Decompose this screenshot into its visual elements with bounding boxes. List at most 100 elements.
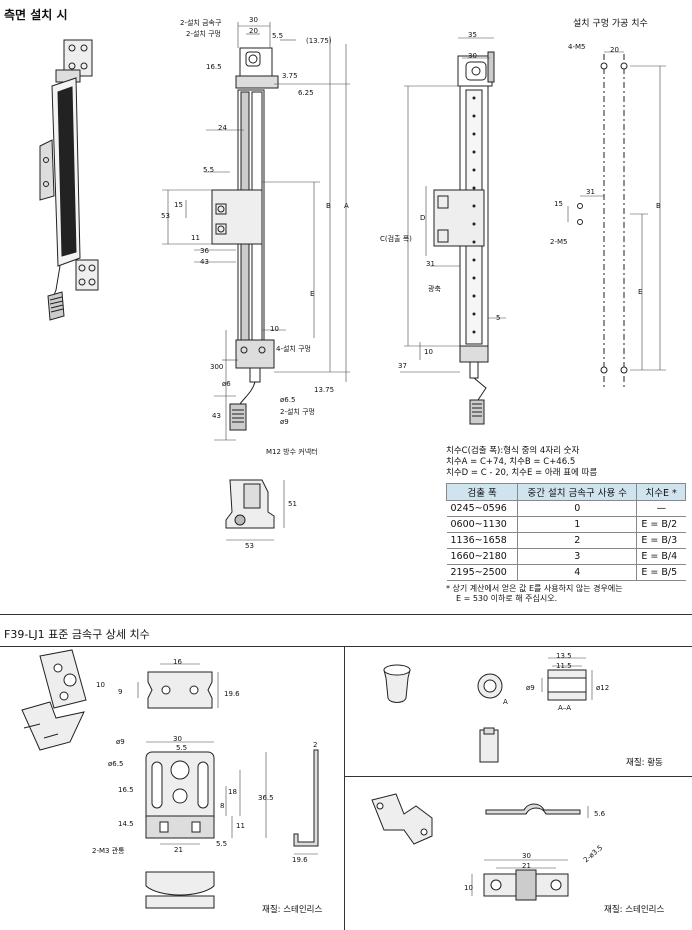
label-mount-hole-2: 2-설치 구멍 — [280, 408, 315, 416]
section-divider — [0, 614, 692, 615]
table-header-e: 치수E * — [636, 483, 686, 501]
dim-30-clip: 30 — [522, 852, 531, 860]
dim-13-5-spacer: 13.5 — [556, 652, 572, 660]
label-mount-bracket: 2-설치 금속구 — [180, 19, 222, 27]
label-mount-hole-4: 4-설치 구멍 — [276, 345, 311, 353]
dim-31-front: 31 — [426, 260, 435, 268]
footnote-line-2: E = 530 이하로 해 주십시오. — [456, 594, 558, 603]
dim-30-front: 30 — [468, 52, 477, 60]
spacer-material: 재질: 황동 — [626, 758, 663, 768]
bracket-frame-top — [0, 646, 692, 647]
bracket-frame-horizontal — [344, 776, 692, 777]
dim-13-75b: 13.75 — [314, 386, 335, 394]
note-line-3: 치수D = C - 20, 치수E = 아래 표에 따름 — [446, 468, 598, 478]
dim-11-5-spacer: 11.5 — [556, 662, 572, 670]
dim-9-bracket: 9 — [118, 688, 123, 696]
dim-21-bracket: 21 — [174, 846, 183, 854]
optical-axis-dots — [472, 96, 476, 334]
dim-6-25: 6.25 — [298, 89, 314, 97]
label-m5-4: 4-M5 — [568, 43, 586, 51]
sensor-front-view — [433, 51, 495, 425]
clip-material: 재질: 스테인리스 — [604, 905, 665, 915]
label-connector: M12 방수 커넥터 — [266, 448, 318, 456]
dim-phi9: ø9 — [280, 418, 289, 426]
bracket-top-view — [147, 671, 213, 709]
label-optical-axis: 광축 — [428, 285, 441, 293]
dim-A: A — [344, 202, 349, 210]
dim-phi9-bracket: ø9 — [116, 738, 125, 746]
dim-53-bottom: 53 — [245, 542, 254, 550]
dim-43b: 43 — [212, 412, 221, 420]
dim-53: 53 — [161, 212, 170, 220]
dim-19-6b-bracket: 19.6 — [292, 856, 308, 864]
dim-10-front: 10 — [424, 348, 433, 356]
dim-51: 51 — [288, 500, 297, 508]
label-m3-through: 2-M3 관통 — [92, 847, 125, 855]
note-line-2: 치수A = C+74, 치수B = C+46.5 — [446, 457, 576, 467]
dim-10: 10 — [270, 325, 279, 333]
dim-20-hole: 20 — [610, 46, 619, 54]
dim-20: 20 — [249, 27, 258, 35]
sensor-side-view — [211, 47, 279, 431]
dim-300: 300 — [210, 363, 224, 371]
dimension-notes: 치수C(검출 폭):형식 중의 4자리 숫자 치수A = C+74, 치수B =… — [446, 446, 597, 479]
bracket-title: F39-LJ1 표준 금속구 상세 치수 — [4, 628, 150, 641]
dim-2-bracket: 2 — [313, 741, 318, 749]
dim-phi12-spacer: ø12 — [596, 684, 610, 692]
dim-phi6-5-bracket: ø6.5 — [108, 760, 124, 768]
dim-43: 43 — [200, 258, 209, 266]
dim-14-5-bracket: 14.5 — [118, 820, 134, 828]
label-m5-2: 2-M5 — [550, 238, 568, 246]
dim-11: 11 — [191, 234, 200, 242]
dim-16-bracket: 16 — [173, 658, 182, 666]
top-drawing — [39, 22, 666, 541]
footnote-line-1: * 상기 계산에서 얻은 값 E를 사용하지 않는 경우에는 — [446, 584, 623, 593]
hole-title: 설치 구멍 가공 치수 — [573, 19, 648, 29]
bracket-drawings — [21, 649, 593, 909]
spacer-drawings — [383, 664, 587, 763]
dim-phi9-spacer: ø9 — [526, 684, 535, 692]
dim-11-bracket: 11 — [236, 822, 245, 830]
dim-phi6: ø6 — [222, 380, 231, 388]
sensor-perspective — [39, 39, 99, 321]
dim-5-5b: 5.5 — [203, 166, 215, 174]
dim-30-bracket: 30 — [173, 735, 182, 743]
table-header-width: 검출 폭 — [445, 483, 519, 501]
note-line-1: 치수C(검출 폭):형식 중의 4자리 숫자 — [446, 446, 580, 456]
dim-31-hole: 31 — [586, 188, 595, 196]
bracket-side-view — [293, 749, 319, 847]
hole-pattern-view — [577, 54, 628, 388]
dim-B-hole: B — [656, 202, 661, 210]
table-header-count: 중간 설치 금속구 사용 수 — [517, 483, 638, 501]
dim-D: D — [420, 214, 426, 222]
dim-5-front: 5 — [496, 314, 501, 322]
side-mount-title: 측면 설치 시 — [4, 8, 68, 22]
dim-5-5b-bracket: 5.5 — [216, 840, 228, 848]
dim-10-clip: 10 — [464, 884, 473, 892]
dim-E-hole: E — [638, 288, 643, 296]
dim-13-75: (13.75) — [306, 37, 332, 45]
dim-phi6-5: ø6.5 — [280, 396, 296, 404]
dim-5-5: 5.5 — [272, 32, 284, 40]
dim-16-5: 16.5 — [206, 63, 222, 71]
dim-21-clip: 21 — [522, 862, 531, 870]
dim-15: 15 — [174, 201, 183, 209]
dim-8-bracket: 8 — [220, 802, 225, 810]
label-mount-hole-top: 2-설치 구멍 — [186, 30, 221, 38]
bracket-frame-vertical — [344, 646, 345, 930]
dim-15-hole: 15 — [554, 200, 563, 208]
dim-5-6-clip: 5.6 — [594, 810, 606, 818]
table-footnote: * 상기 계산에서 얻은 값 E를 사용하지 않는 경우에는 E = 530 이… — [446, 584, 623, 604]
dim-18-bracket: 18 — [228, 788, 237, 796]
bracket-material: 재질: 스테인리스 — [262, 905, 323, 915]
dim-C: C(검출 폭) — [380, 235, 412, 243]
bracket-perspective — [21, 649, 87, 751]
dim-35: 35 — [468, 31, 477, 39]
dim-5-5-bracket: 5.5 — [176, 744, 188, 752]
dim-E: E — [310, 290, 315, 298]
